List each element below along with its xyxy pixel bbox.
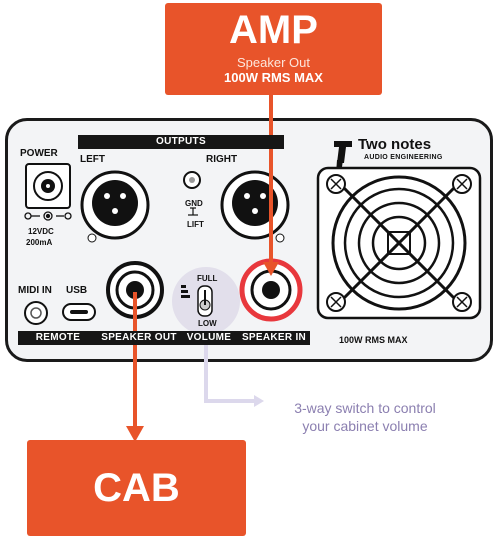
amp-signal-arrow xyxy=(263,95,279,276)
usb-port[interactable] xyxy=(62,303,96,321)
gnd-lift-switch[interactable] xyxy=(183,171,201,189)
left-output-label: LEFT xyxy=(80,154,105,165)
annotation-line-1: 3-way switch to control xyxy=(294,400,436,416)
remote-label: REMOTE xyxy=(18,331,98,345)
volume-level-icon xyxy=(181,285,190,298)
amp-subtitle: Speaker Out xyxy=(237,55,310,70)
ground-icon xyxy=(188,207,198,216)
brand-subtitle: AUDIO ENGINEERING xyxy=(364,154,443,161)
current-label: 200mA xyxy=(26,238,53,247)
outputs-header: OUTPUTS xyxy=(78,135,284,149)
amp-rating: 100W RMS MAX xyxy=(224,70,323,85)
cab-callout xyxy=(27,440,246,536)
polarity-icon xyxy=(24,211,72,221)
amp-title: AMP xyxy=(229,8,318,52)
xlr-left[interactable] xyxy=(80,170,150,243)
rms-max-label: 100W RMS MAX xyxy=(339,335,408,345)
speaker-out-jack[interactable] xyxy=(106,261,164,319)
annotation-line-2: your cabinet volume xyxy=(302,418,428,434)
volume-label: VOLUME xyxy=(180,331,238,345)
power-jack[interactable] xyxy=(25,163,71,209)
midi-in-label: MIDI IN xyxy=(18,285,52,296)
voltage-label: 12VDC xyxy=(28,227,54,236)
annotation-leader xyxy=(204,335,254,403)
volume-switch[interactable] xyxy=(197,285,213,317)
amp-callout xyxy=(165,3,382,95)
lift-label: LIFT xyxy=(187,220,204,229)
midi-jack[interactable] xyxy=(24,301,48,325)
volume-full-label: FULL xyxy=(197,274,218,283)
speaker-in-label: SPEAKER IN xyxy=(238,331,310,345)
gnd-label: GND xyxy=(185,199,203,208)
brand-name: Two notes xyxy=(358,136,432,153)
speaker-out-label: SPEAKER OUT xyxy=(98,331,180,345)
right-output-label: RIGHT xyxy=(206,154,238,165)
xlr-right[interactable] xyxy=(220,170,290,243)
usb-label: USB xyxy=(66,285,88,296)
cab-title: CAB xyxy=(93,466,180,510)
volume-low-label: LOW xyxy=(198,319,217,328)
fan-grille xyxy=(316,166,482,320)
annotation-arrowhead xyxy=(254,395,264,407)
cab-signal-arrow xyxy=(126,292,144,442)
power-label: POWER xyxy=(20,148,58,159)
